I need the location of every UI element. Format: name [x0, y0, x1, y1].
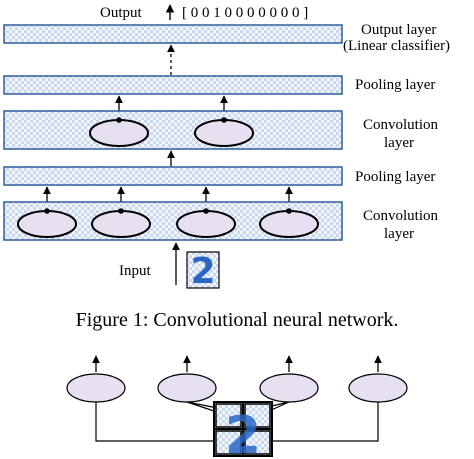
output-layer-label: Output layer — [361, 22, 436, 38]
conv-layer-bottom-sublabel: layer — [384, 226, 414, 242]
conv-top-neurons — [89, 117, 254, 147]
shared-weights-diagram: 2 — [66, 355, 408, 459]
conv-layer-top-sublabel: layer — [384, 135, 414, 151]
pooling-layer-top-label: Pooling layer — [355, 77, 435, 93]
conv-bottom-neurons — [17, 208, 319, 238]
neuron-output-arrows — [92, 355, 382, 372]
input-digit-image: 2 — [186, 251, 220, 292]
shared-neurons — [66, 373, 408, 403]
pooling-layer-top-band — [3, 75, 343, 95]
figure-caption: Figure 1: Convolutional neural network. — [76, 309, 399, 331]
conv-layer-top-label: Convolution — [363, 117, 439, 133]
output-label: Output — [100, 5, 143, 21]
output-layer-band — [3, 24, 343, 44]
conv-layer-top-band — [3, 110, 343, 150]
input-label: Input — [119, 263, 151, 279]
svg-text:2: 2 — [190, 251, 215, 292]
pooling-layer-bottom-label: Pooling layer — [355, 169, 435, 185]
conv-layer-bottom-label: Convolution — [363, 208, 439, 224]
input-patch-grid: 2 — [213, 401, 273, 459]
pooling-layer-bottom-band — [3, 166, 343, 186]
output-vector: [ 0 0 1 0 0 0 0 0 0 0 ] — [182, 5, 308, 21]
output-layer-sublabel: (Linear classifier) — [343, 38, 450, 54]
patch-digit: 2 — [225, 406, 261, 459]
